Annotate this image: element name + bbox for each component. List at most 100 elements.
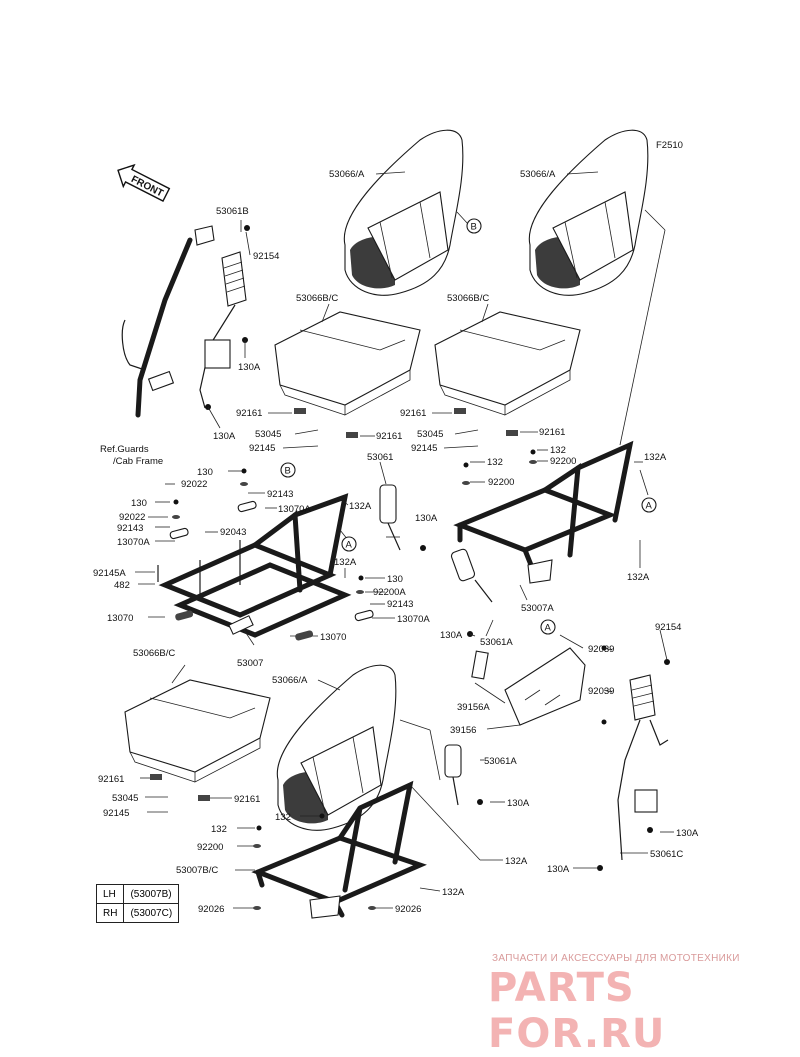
callout-92143-2: 92143 [117, 523, 143, 534]
seat-back-upper-middle [343, 129, 464, 296]
callout-92161-5: 92161 [98, 774, 124, 785]
callout-132a-6: 132A [442, 887, 465, 898]
callout-53061c: 53061C [650, 849, 683, 860]
callout-92026-1: 92026 [198, 904, 224, 915]
watermark-tagline: ЗАПЧАСТИ И АКСЕССУАРЫ ДЛЯ МОТОТЕХНИКИ [492, 953, 740, 964]
callout-92145a: 92145A [93, 568, 126, 579]
variant-legend: LH (53007B) RH (53007C) [95, 884, 180, 923]
callout-482: 482 [114, 580, 130, 591]
marker-a-3-label: A [545, 623, 552, 634]
callout-132a-2: 132A [627, 572, 650, 583]
callout-132-4: 132 [211, 824, 227, 835]
seat-back-lower [276, 664, 397, 831]
callout-130a-5: 130A [507, 798, 530, 809]
callout-130-2: 130 [131, 498, 147, 509]
callout-13070-1: 13070 [107, 613, 133, 624]
ref-cab-frame-label: /Cab Frame [113, 456, 163, 467]
marker-b-1-label: B [471, 222, 477, 233]
front-arrow: FRONT [117, 163, 171, 202]
seat-frame-middle-right [453, 440, 634, 584]
callout-13070a-3: 13070A [397, 614, 430, 625]
marker-a-2-label: A [646, 501, 653, 512]
callout-53007bc: 53007B/C [176, 865, 218, 876]
callout-130a-3: 130A [415, 513, 438, 524]
callout-92161-1: 92161 [236, 408, 262, 419]
marker-a-3 [540, 619, 556, 635]
buckles-middle [379, 484, 493, 637]
callout-13070-2: 13070 [320, 632, 346, 643]
callout-92039-2: 92039 [588, 686, 614, 697]
callout-53066bc-lower: 53066B/C [133, 648, 175, 659]
ref-guards-label: Ref.Guards [100, 444, 149, 455]
marker-circles: B B A A A [280, 218, 657, 635]
callout-53061b: 53061B [216, 206, 249, 217]
callout-130a-2: 130A [213, 431, 236, 442]
callout-13070a-1: 13070A [278, 504, 311, 515]
seat-cushion-lower [124, 679, 271, 783]
marker-a-1-label: A [346, 540, 353, 551]
seat-belt-right [597, 659, 670, 871]
seat-back-upper-right [528, 129, 649, 296]
callout-92161-2: 92161 [376, 431, 402, 442]
marker-b-2 [280, 462, 296, 478]
callout-53066a-top-right: 53066/A [520, 169, 556, 180]
seat-cushion-right [434, 311, 581, 416]
callout-92143-1: 92143 [267, 489, 293, 500]
callout-92022-1: 92022 [181, 479, 207, 490]
callout-92039-1: 92039 [588, 644, 614, 655]
callout-132a-5: 132A [505, 856, 528, 867]
seat-frame-middle-left [158, 493, 352, 638]
panel-39156 [471, 645, 607, 726]
callout-132a-1: 132A [644, 452, 667, 463]
callout-92200-3: 92200 [197, 842, 223, 853]
callout-53045-2: 53045 [417, 429, 443, 440]
legend-side: RH [95, 903, 125, 923]
legend-row: RH (53007C) [95, 903, 180, 923]
callout-92026-2: 92026 [395, 904, 421, 915]
callout-92145-2: 92145 [411, 443, 437, 454]
callout-130-3: 130 [387, 574, 403, 585]
callout-130a-1: 130A [238, 362, 261, 373]
callout-53066a-lower: 53066/A [272, 675, 308, 686]
callout-53061a-1: 53061A [480, 637, 513, 648]
callout-labels: F2510 53066/A 53066/A 53061B 92154 53066… [93, 140, 699, 915]
callout-53066bc-right: 53066B/C [447, 293, 489, 304]
callout-132-2: 132 [550, 445, 566, 456]
callout-92154-right: 92154 [655, 622, 681, 633]
callout-92200a: 92200A [373, 587, 406, 598]
marker-a-2 [641, 497, 657, 513]
marker-b-1 [466, 218, 482, 234]
callout-92200-2: 92200 [488, 477, 514, 488]
callout-132a-4: 132A [334, 557, 357, 568]
callout-92145-3: 92145 [103, 808, 129, 819]
seat-belt-left [121, 225, 250, 418]
callout-132a-3: 132A [349, 501, 372, 512]
callout-92200-1: 92200 [550, 456, 576, 467]
callout-39156: 39156 [450, 725, 476, 736]
callout-132-3: 132 [275, 812, 291, 823]
callout-53007: 53007 [237, 658, 263, 669]
callout-132-1: 132 [487, 457, 503, 468]
callout-130-1: 130 [197, 467, 213, 478]
callout-92143-3: 92143 [387, 599, 413, 610]
callout-53045-3: 53045 [112, 793, 138, 804]
callout-92043: 92043 [220, 527, 246, 538]
callout-130a-6: 130A [676, 828, 699, 839]
callout-39156a: 39156A [457, 702, 490, 713]
callout-92161-3: 92161 [400, 408, 426, 419]
legend-part: (53007B) [123, 884, 180, 904]
callout-53066a-top-middle: 53066/A [329, 169, 365, 180]
legend-side: LH [95, 884, 125, 904]
callout-53007a: 53007A [521, 603, 554, 614]
callout-13070a-2: 13070A [117, 537, 150, 548]
callout-53066bc-middle: 53066B/C [296, 293, 338, 304]
figure-code: F2510 [656, 140, 683, 151]
callout-92161-6: 92161 [234, 794, 260, 805]
callout-92022-2: 92022 [119, 512, 145, 523]
callout-130a-4: 130A [440, 630, 463, 641]
callout-130a-7: 130A [547, 864, 570, 875]
seat-cushion-middle [274, 311, 421, 416]
legend-part: (53007C) [123, 903, 180, 923]
legend-row: LH (53007B) [95, 884, 180, 904]
marker-a-1 [341, 536, 357, 552]
